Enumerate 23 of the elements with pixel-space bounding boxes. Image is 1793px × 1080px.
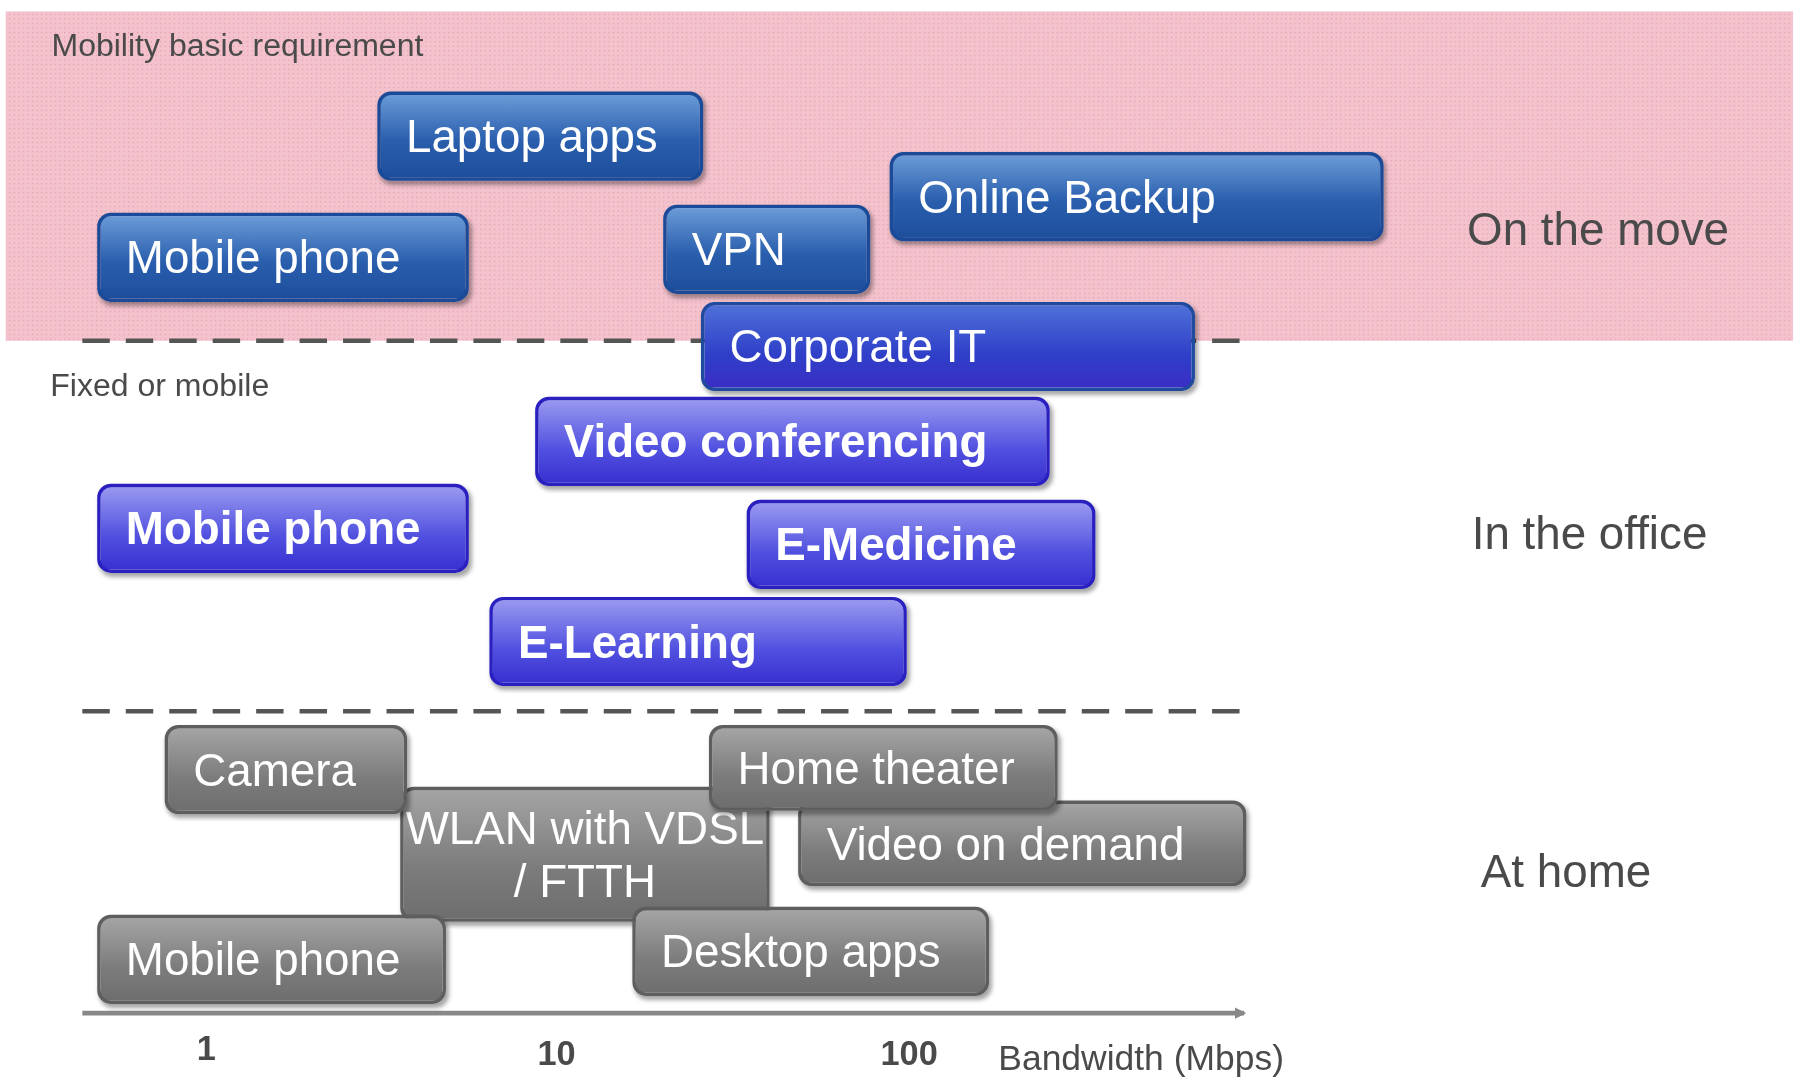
zone-label: At home — [1480, 846, 1652, 898]
axis-label: Bandwidth (Mbps) — [998, 1038, 1284, 1080]
band-title: Fixed or mobile — [50, 367, 270, 404]
application-box: Laptop apps — [377, 91, 704, 181]
application-box: Mobile phone — [97, 914, 446, 1004]
tick-label: 100 — [880, 1033, 938, 1073]
tick-label: 1 — [196, 1029, 216, 1069]
zone-label: On the move — [1467, 203, 1729, 255]
zone-label: In the office — [1471, 507, 1708, 560]
application-box: E-Medicine — [746, 499, 1096, 589]
application-box: Video on demand — [798, 800, 1247, 887]
application-box: Corporate IT — [700, 301, 1195, 392]
application-box: Online Backup — [889, 152, 1384, 242]
application-box: Home theater — [708, 725, 1058, 811]
application-box: Mobile phone — [97, 483, 469, 573]
application-box: WLAN with VDSL / FTTH — [400, 786, 770, 922]
application-box: Video conferencing — [535, 396, 1050, 486]
application-box: Mobile phone — [97, 212, 469, 302]
application-box: E-Learning — [489, 596, 907, 687]
application-box: VPN — [663, 204, 871, 294]
application-box: Desktop apps — [632, 906, 990, 996]
band-title: Mobility basic requirement — [51, 27, 424, 65]
tick-label: 10 — [537, 1033, 576, 1073]
